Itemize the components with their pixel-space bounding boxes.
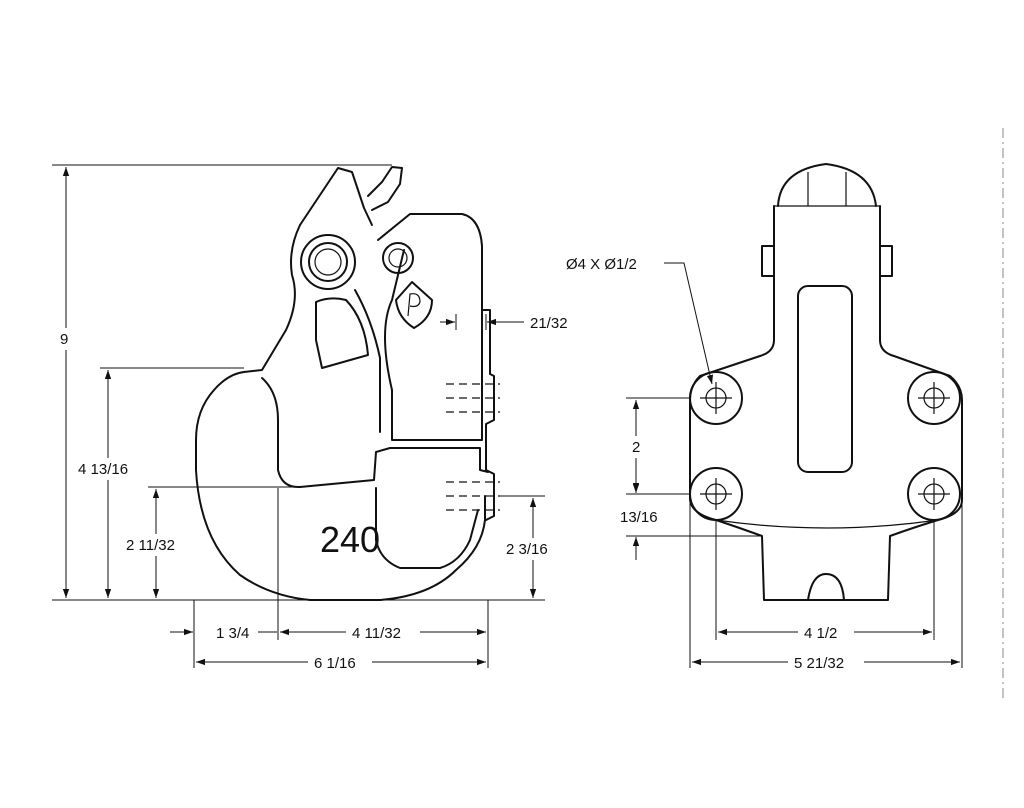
dim-overall-height: 9 — [60, 331, 68, 348]
dim-body-length: 4 11/32 — [352, 625, 401, 642]
dim-jaw-height: 4 13/16 — [78, 461, 128, 478]
logo-shield — [395, 281, 433, 329]
side-view: 240 — [195, 166, 500, 601]
latch-lever — [367, 166, 403, 211]
front-view — [689, 163, 963, 601]
dim-body-length-mask — [346, 622, 420, 642]
lock-pin-inner — [388, 248, 408, 268]
dim-overall-height-mask — [56, 328, 76, 350]
dim-overall-width-mask — [788, 652, 864, 672]
mount-flange — [481, 309, 495, 521]
dim-jaw-height-mask — [76, 458, 142, 480]
dim-jaw-offset: 1 3/4 — [216, 625, 249, 642]
dim-bottom-offset: 13/16 — [620, 509, 658, 526]
lock-housing — [377, 213, 483, 441]
front-view-dimensions: Ø4 X Ø1/2 2 13/16 4 1/2 5 21/32 — [566, 256, 963, 672]
mount-hole-top-right — [907, 371, 961, 425]
upper-body — [243, 224, 301, 373]
hole-callout: Ø4 X Ø1/2 — [566, 256, 637, 273]
dim-hole-spacing-horizontal: 4 1/2 — [804, 625, 837, 642]
top-dome — [777, 163, 877, 207]
throat-inner — [315, 297, 369, 369]
dim-throat-height-mask — [124, 534, 190, 556]
bottom-notch — [807, 573, 845, 601]
pivot-eye-middle — [308, 242, 348, 282]
side-tab-left — [761, 245, 775, 277]
lock-pin-outer — [382, 242, 414, 274]
hook-body — [195, 371, 486, 601]
side-view-dimensions: 9 4 13/16 2 11/32 2 3/16 21/32 1 3/4 4 1… — [52, 164, 568, 672]
side-tab-right — [879, 245, 893, 277]
dim-flange-thickness: 21/32 — [530, 315, 568, 332]
dim-overall-length: 6 1/16 — [314, 655, 356, 672]
center-slot — [797, 285, 853, 473]
hook-inner-jaw — [261, 377, 489, 489]
front-body — [689, 205, 963, 601]
upper-body-inner — [354, 289, 381, 433]
mount-hole-bottom-right — [907, 467, 961, 521]
dim-overall-length-mask — [308, 652, 372, 672]
dim-mount-height: 2 3/16 — [506, 541, 548, 558]
lower-arc — [715, 519, 939, 529]
logo-letter — [407, 293, 421, 317]
dim-mount-height-mask — [504, 538, 562, 560]
mount-hole-top-left — [689, 371, 743, 425]
pivot-eye-outer — [300, 234, 356, 290]
dim-hole-spacing-horizontal-mask — [798, 622, 854, 642]
dim-hole-spacing-vertical-mask — [628, 436, 644, 458]
latch-horn — [299, 167, 373, 226]
dim-overall-width: 5 21/32 — [794, 655, 844, 672]
hook-lower-block — [375, 487, 479, 569]
dim-throat-height: 2 11/32 — [126, 537, 175, 554]
mount-hole-bottom-left — [689, 467, 743, 521]
hook-marking: 240 — [320, 519, 380, 560]
pivot-eye-inner — [314, 248, 342, 276]
dim-hole-spacing-vertical: 2 — [632, 439, 640, 456]
hole-callout-leader — [664, 262, 714, 385]
